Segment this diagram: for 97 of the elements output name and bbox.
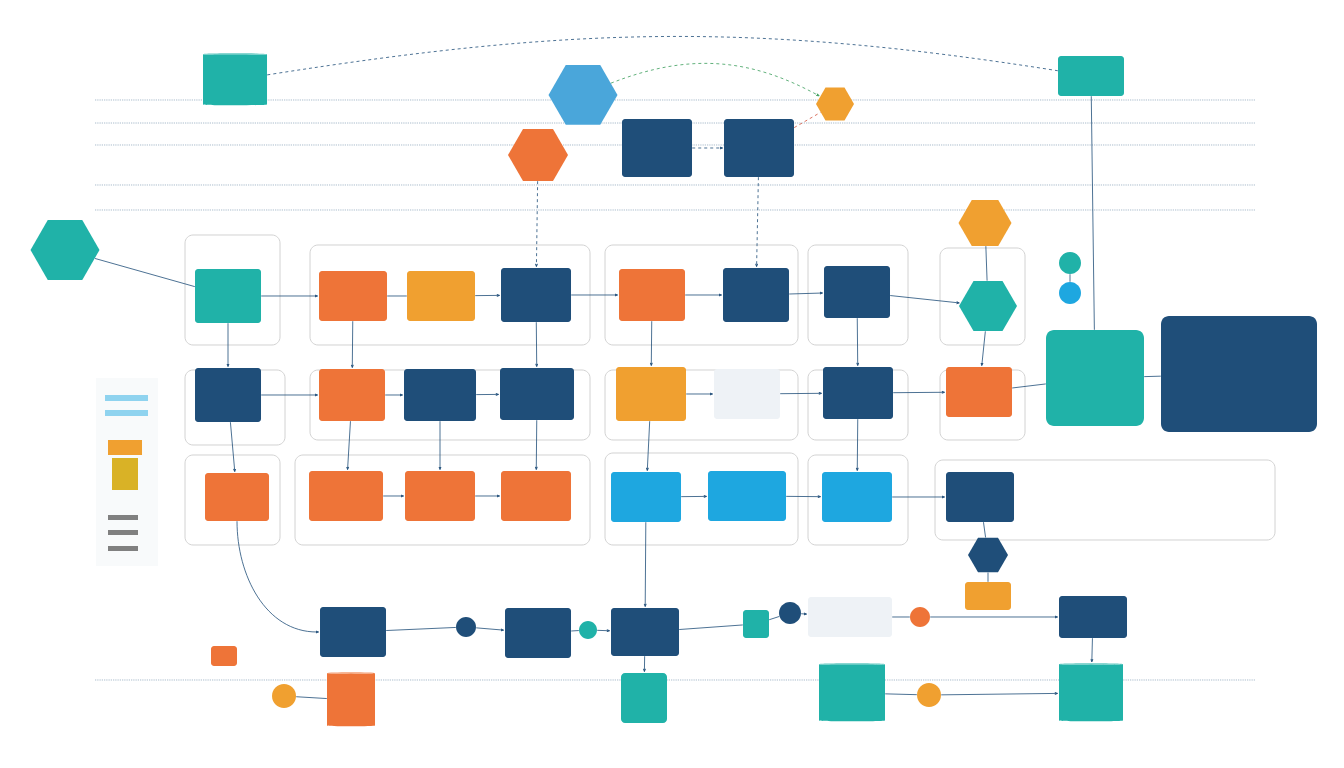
process-box <box>619 269 685 321</box>
arrow <box>438 420 442 471</box>
process-box <box>714 369 780 419</box>
process-box <box>319 271 387 321</box>
arrow <box>346 420 351 471</box>
arrow <box>570 293 619 297</box>
process-box <box>501 268 571 322</box>
arrow <box>643 655 646 673</box>
circle-node <box>272 684 296 708</box>
arrow <box>610 63 820 97</box>
arrow <box>649 320 653 367</box>
arrow <box>474 494 501 498</box>
arrow <box>643 521 647 608</box>
arrow <box>788 291 824 295</box>
database-cylinder <box>1059 663 1123 722</box>
circle-node <box>1059 252 1081 274</box>
arrow <box>980 330 986 367</box>
database-cylinder <box>203 53 267 106</box>
circle-node <box>456 617 476 637</box>
arrow <box>236 520 320 634</box>
process-box <box>708 471 786 521</box>
arrow <box>534 419 538 471</box>
arrow <box>535 180 539 268</box>
arrow <box>260 294 319 298</box>
arrow <box>929 615 1059 619</box>
process-box <box>500 368 574 420</box>
arrow <box>382 494 405 498</box>
arrow <box>260 393 319 397</box>
process-box <box>965 582 1011 610</box>
arrow <box>785 495 822 498</box>
process-box <box>616 367 686 421</box>
process-box <box>319 369 385 421</box>
process-box <box>611 608 679 656</box>
circle-node <box>917 683 941 707</box>
arrow <box>646 420 651 472</box>
process-box <box>205 473 269 521</box>
hexagon-shape <box>508 129 568 181</box>
arrow <box>474 294 501 297</box>
arrow <box>800 612 808 616</box>
process-box <box>622 119 692 177</box>
process-box <box>1046 330 1144 426</box>
process-box <box>320 607 386 657</box>
process-box <box>611 472 681 522</box>
process-box <box>1161 316 1317 432</box>
cube-shape <box>621 673 667 723</box>
arrow <box>691 146 724 150</box>
hexagon-shape <box>548 65 618 125</box>
process-box <box>1059 596 1127 638</box>
process-box <box>824 266 890 318</box>
database-cylinder <box>819 663 885 722</box>
process-box <box>405 471 475 521</box>
process-box <box>946 367 1012 417</box>
process-box <box>723 268 789 322</box>
arrow <box>226 322 230 368</box>
process-box <box>822 472 892 522</box>
process-box <box>404 369 476 421</box>
arrow <box>596 629 611 633</box>
arrow <box>891 495 946 499</box>
arrow <box>350 320 354 369</box>
process-box <box>946 472 1014 522</box>
circle-node <box>1059 282 1081 304</box>
process-box <box>195 269 261 323</box>
circle-node <box>779 602 801 624</box>
process-box <box>1058 56 1124 96</box>
arrow <box>475 393 500 396</box>
circle-node <box>910 607 930 627</box>
arrow <box>1090 637 1094 663</box>
arrow <box>755 176 759 268</box>
arrow <box>475 627 505 632</box>
process-box <box>407 271 475 321</box>
process-box <box>501 471 571 521</box>
process-box <box>309 471 383 521</box>
process-box <box>195 368 261 422</box>
arrow <box>855 418 859 472</box>
hexagon-shape <box>816 87 854 121</box>
hexagon-shape <box>958 200 1012 246</box>
process-box <box>724 119 794 177</box>
arrow <box>684 293 723 297</box>
arrow <box>685 392 714 396</box>
arrow <box>856 317 860 367</box>
arrow <box>384 393 404 397</box>
arrow <box>779 391 823 395</box>
process-box <box>808 597 892 637</box>
arrow <box>535 321 539 368</box>
circle-node <box>579 621 597 639</box>
arrow <box>940 692 1059 696</box>
hexagon-shape <box>968 537 1008 573</box>
hexagon-shape <box>30 220 100 280</box>
process-box <box>505 608 571 658</box>
arrow <box>680 495 708 498</box>
process-box <box>743 610 769 638</box>
arrow <box>892 390 946 394</box>
arrow <box>889 295 960 305</box>
process-box <box>823 367 893 419</box>
arrow <box>230 421 236 473</box>
database-cylinder <box>327 672 375 727</box>
hexagon-shape <box>959 280 1017 332</box>
